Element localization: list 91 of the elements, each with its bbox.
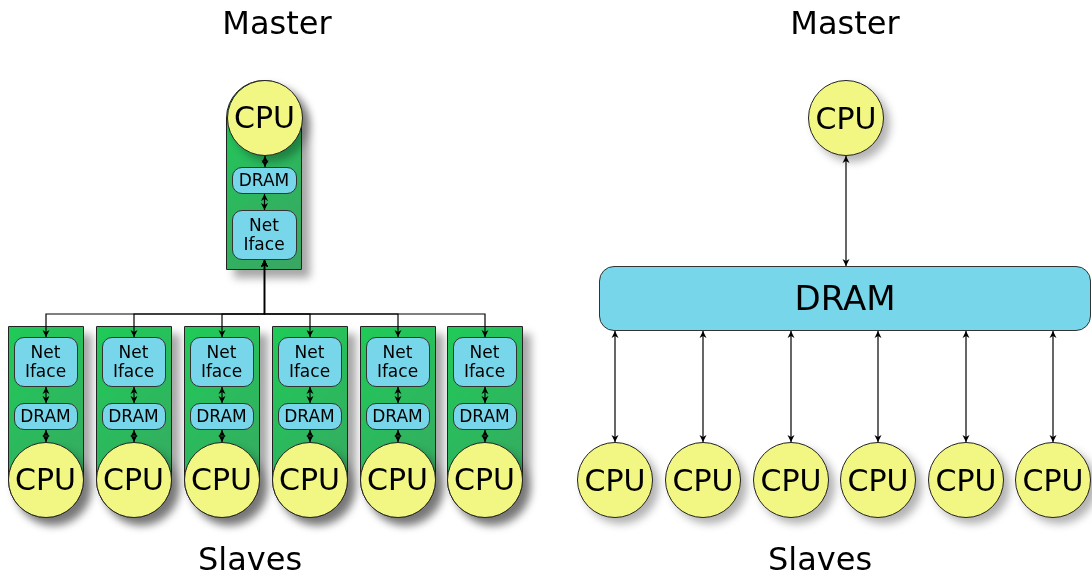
component-box (101, 336, 166, 387)
arrow (481, 429, 489, 443)
node-label: DRAM (371, 406, 424, 426)
node-label: CPU (671, 463, 735, 497)
component-box (231, 166, 297, 194)
cpu-circle (665, 442, 741, 518)
node-label: DRAM (107, 406, 160, 426)
node-label: CPU (846, 463, 910, 497)
component-box (13, 336, 78, 387)
node-panel (447, 326, 523, 518)
node-label: CPU (233, 101, 296, 134)
cpu-circle (446, 441, 523, 518)
group-heading: Master (790, 4, 900, 42)
group-heading: Master (222, 4, 332, 42)
arrow (699, 330, 707, 443)
arrow (481, 386, 489, 404)
component-box (277, 336, 342, 387)
arrow (261, 259, 489, 338)
component-box (365, 402, 430, 430)
component-box (452, 336, 517, 387)
component-box (365, 336, 430, 387)
node-label: CPU (14, 463, 77, 496)
node-label: CPU (102, 463, 165, 496)
arrow (962, 330, 970, 443)
arrow (261, 193, 268, 211)
arrow (130, 429, 138, 443)
cpu-circle (1015, 442, 1091, 518)
group-heading: Slaves (197, 540, 303, 578)
node-label: DRAM (793, 279, 897, 318)
cpu-circle (808, 80, 884, 156)
node-label: DRAM (19, 406, 72, 426)
component-box (277, 402, 342, 430)
arrow (394, 386, 402, 404)
node-panel (226, 80, 302, 270)
cpu-circle (183, 441, 260, 518)
node-label: DRAM (283, 406, 336, 426)
arrow (261, 155, 269, 168)
node-label: CPU (814, 101, 878, 135)
cpu-circle (840, 442, 916, 518)
arrow (1049, 330, 1057, 443)
cpu-circle (577, 442, 653, 518)
node-label: CPU (278, 463, 341, 496)
component-box (452, 402, 517, 430)
node-label: DRAM (195, 406, 248, 426)
cpu-circle (928, 442, 1004, 518)
arrow (130, 386, 138, 404)
node-label: Net Iface (375, 342, 420, 381)
node-label: Net Iface (462, 342, 507, 381)
node-label: CPU (583, 463, 647, 497)
component-box (13, 402, 78, 430)
node-label: CPU (190, 463, 253, 496)
cpu-circle (359, 441, 436, 518)
node-label: Net Iface (23, 342, 68, 381)
node-panel (360, 326, 436, 518)
arrow (842, 155, 850, 267)
arrow (306, 429, 314, 443)
arrow (306, 386, 314, 404)
cpu-circle (753, 442, 829, 518)
cpu-circle (7, 441, 84, 518)
component-box (189, 336, 254, 387)
node-label: CPU (1021, 463, 1085, 497)
node-label: Net Iface (287, 342, 332, 381)
arrow (42, 386, 50, 404)
node-label: CPU (366, 463, 429, 496)
cpu-circle (271, 441, 348, 518)
node-label: DRAM (237, 170, 291, 190)
arrow (874, 330, 882, 443)
group-heading: Slaves (767, 540, 873, 578)
node-panel (184, 326, 260, 518)
component-box (231, 209, 297, 260)
component-box (189, 402, 254, 430)
node-label: CPU (759, 463, 823, 497)
component-box (599, 266, 1091, 331)
cpu-circle (95, 441, 172, 518)
node-label: CPU (453, 463, 516, 496)
arrow (218, 386, 226, 404)
node-panel (96, 326, 172, 518)
node-label: Net Iface (242, 215, 286, 254)
cpu-circle (226, 79, 303, 156)
node-label: Net Iface (199, 342, 244, 381)
node-panel (8, 326, 84, 518)
node-label: Net Iface (111, 342, 156, 381)
arrow (42, 429, 50, 443)
node-label: CPU (934, 463, 998, 497)
arrow (394, 429, 402, 443)
component-box (101, 402, 166, 430)
node-label: DRAM (458, 406, 511, 426)
arrow (218, 429, 226, 443)
node-panel (272, 326, 348, 518)
arrow (611, 330, 619, 443)
arrow (787, 330, 795, 443)
